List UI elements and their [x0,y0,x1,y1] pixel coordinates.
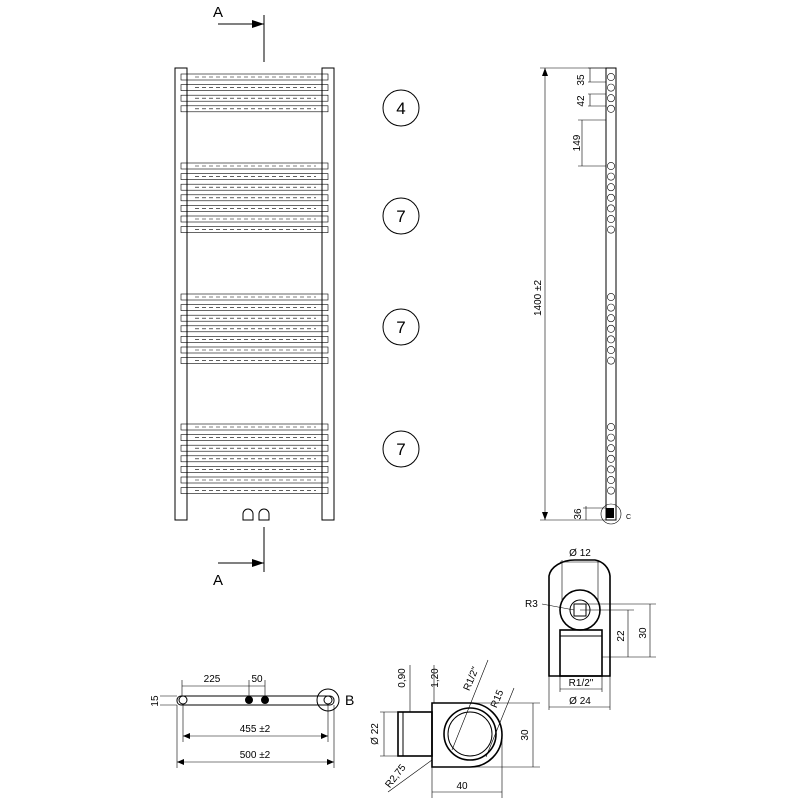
bar-3-4 [180,466,329,473]
detail-b-diameter: Ø 22 [370,723,381,745]
bar-1-3 [180,194,329,202]
side-bar-end-3-2 [607,444,615,453]
detail-b-t1: 0,90 [397,668,408,688]
top-view: B 225 50 15 455 ±2 500 ±2 [150,674,354,768]
side-spacing-1: 35 [576,74,587,86]
detail-b-width: 40 [456,781,468,792]
detail-b-ref: B [345,692,354,708]
top-dim-15: 15 [150,695,161,707]
side-bar-end-1-5 [607,215,615,223]
section-marker-top: A [213,4,265,62]
side-bar-end-2-2 [607,314,615,323]
bar-count-1: 4 [396,99,405,118]
side-height-dim: 1400 ±2 [533,280,544,317]
bar-3-3 [180,455,329,463]
bar-2-2 [180,314,329,322]
top-view-body [176,695,335,706]
bar-3-2 [180,444,329,452]
bar-2-5 [180,346,329,354]
bar-3-0 [180,423,329,431]
side-bar-end-3-6 [607,486,615,495]
side-bottom-offset: 36 [573,508,584,520]
top-dim-225: 225 [204,674,221,685]
bar-1-2 [180,183,329,191]
side-bar-end-0-0 [607,73,615,81]
side-bar-end-0-3 [607,104,615,113]
bar-2-3 [180,325,329,333]
bar-count-2: 7 [396,207,405,226]
side-bar-end-2-5 [607,346,615,354]
side-collector [605,67,617,521]
side-bar-end-2-4 [607,335,615,344]
bar-2-6 [180,357,329,364]
bar-1-5 [180,215,329,223]
top-dim-455: 455 ±2 [240,724,271,735]
side-bar-end-3-1 [607,433,615,442]
detail-c-h2: 30 [638,627,649,639]
bar-0-0 [180,73,329,81]
bar-0-1 [180,84,329,91]
bar-1-1 [180,173,329,180]
detail-c-radius: R3 [525,599,538,610]
bar-1-6 [180,226,329,233]
detail-b-depth: 30 [520,729,531,741]
detail-c-ref: C [626,514,631,521]
bar-2-4 [180,336,329,343]
bar-0-3 [180,105,329,113]
side-bar-end-0-1 [607,83,615,92]
side-bar-end-1-6 [607,225,615,234]
detail-c-thread: R1/2" [569,678,594,689]
bar-2-1 [180,304,329,311]
side-spacing-2: 42 [576,95,587,107]
bar-3-5 [180,476,329,484]
detail-c-diameter-top: Ø 12 [569,548,591,559]
bar-3-6 [180,487,329,494]
side-bar-ends [607,73,615,495]
side-bar-end-1-2 [607,183,615,192]
bar-1-4 [180,205,329,212]
valve-left [242,508,254,521]
side-bar-end-2-3 [607,324,615,333]
side-bar-end-1-3 [607,193,615,202]
side-bar-end-3-5 [607,476,615,484]
bar-2-0 [180,293,329,301]
bar-count-4: 7 [396,440,405,459]
detail-c-diameter-bottom: Ø 24 [569,696,591,707]
side-bar-end-3-3 [607,454,615,463]
bar-count-3: 7 [396,318,405,337]
detail-b-radius: R15 [489,688,506,710]
side-spacing-3: 149 [572,134,583,151]
side-bar-end-3-4 [607,465,615,474]
front-view [174,67,335,521]
side-bar-end-2-6 [607,356,615,365]
valve-right [258,508,270,521]
side-view: 1400 ±2 35 42 149 36 C [533,67,631,525]
side-bar-end-0-2 [607,94,615,103]
side-bar-end-1-0 [607,162,615,170]
detail-b-t2: 1,20 [430,668,441,688]
bar-count-balloons: 4 7 7 7 [382,89,420,468]
bar-0-2 [180,94,329,102]
top-dim-500: 500 ±2 [240,750,271,761]
detail-b-thread: R1/2" [462,665,482,692]
side-bar-end-1-1 [607,172,615,181]
top-dim-50: 50 [251,674,263,685]
side-bar-end-2-0 [607,293,615,301]
side-bar-end-3-0 [607,423,615,431]
detail-c-h1: 22 [616,630,627,642]
horizontal-bars [180,73,329,494]
bar-1-0 [180,162,329,170]
section-label-bottom: A [213,572,223,589]
detail-c-callout [600,503,622,525]
side-bar-end-2-1 [607,303,615,312]
detail-b: 0,90 1,20 R1/2" R15 Ø 22 30 40 R2,75 [370,659,540,798]
detail-c: Ø 12 R3 22 30 R1/2" Ø 24 [525,548,656,710]
section-marker-bottom: A [213,527,265,589]
section-label-top: A [213,4,223,21]
bar-3-1 [180,434,329,441]
side-bar-end-1-4 [607,204,615,213]
